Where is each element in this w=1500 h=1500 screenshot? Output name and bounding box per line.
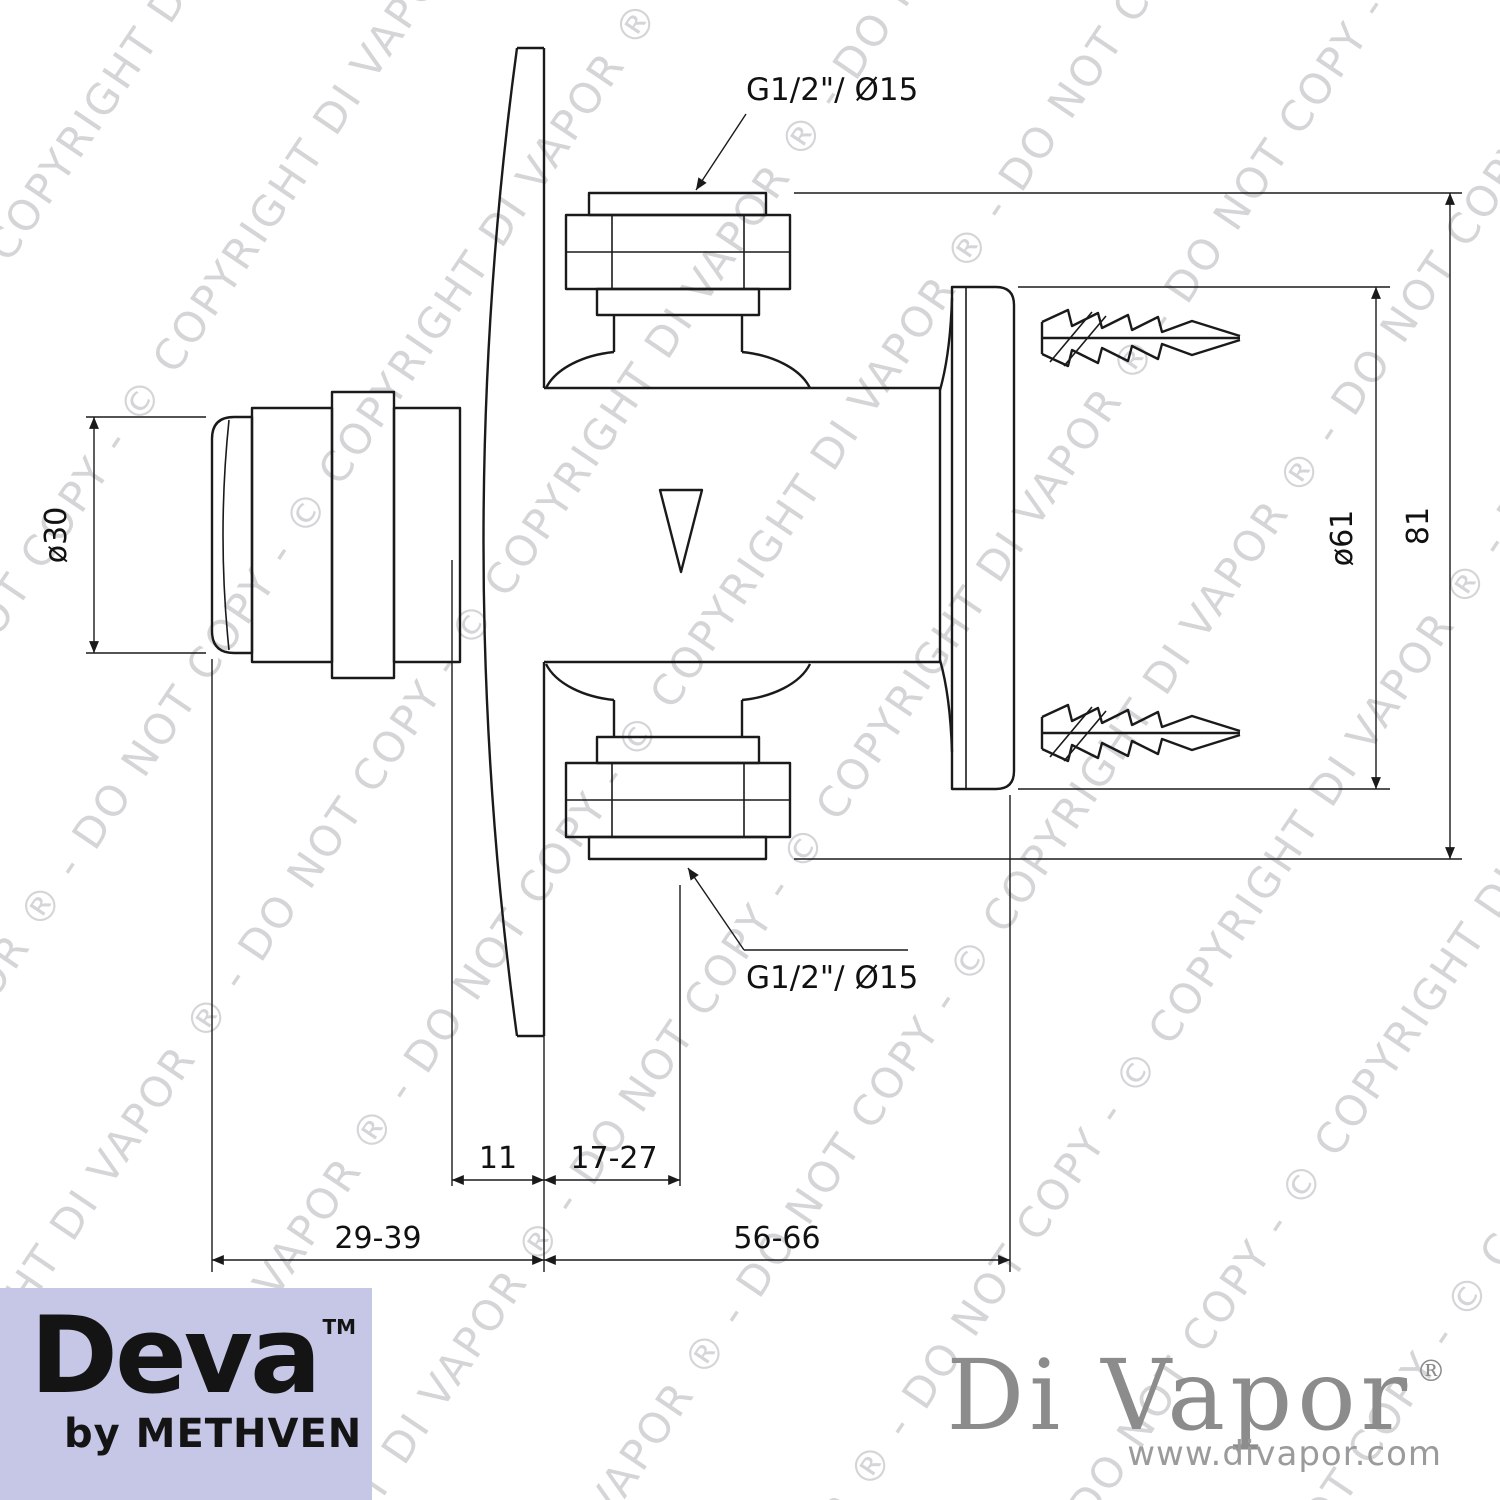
front-projection-label: 29-39 bbox=[334, 1221, 421, 1256]
flange-diameter-label: ø61 bbox=[1325, 510, 1360, 567]
deva-wordmark: Deva bbox=[30, 1294, 322, 1417]
divapor-url: www.divapor.com bbox=[1127, 1434, 1442, 1474]
valve-body bbox=[544, 386, 942, 664]
divapor-wordmark-row: Di Vapor® bbox=[947, 1347, 1446, 1444]
deva-trademark-symbol: TM bbox=[322, 1315, 357, 1339]
deva-byline: by METHVEN bbox=[64, 1410, 363, 1457]
divapor-registered-symbol: ® bbox=[1416, 1354, 1446, 1389]
overall-height-label: 81 bbox=[1401, 507, 1436, 545]
spindle-diameter-label: ø30 bbox=[39, 507, 74, 564]
valve-technical-drawing: G1/2"/ Ø15 G1/2"/ Ø15 ø30 ø61 81 11 17-2… bbox=[39, 46, 1462, 1272]
wall-flange bbox=[938, 285, 1016, 791]
control-spindle bbox=[210, 390, 462, 680]
plate-thickness-label: 11 bbox=[479, 1141, 517, 1176]
top-compression-fitting bbox=[544, 191, 812, 389]
flow-direction-icon bbox=[658, 488, 704, 574]
dimension-lines bbox=[86, 113, 1462, 1272]
wall-plug-bottom bbox=[1040, 703, 1241, 763]
wall-plug-top bbox=[1040, 308, 1241, 368]
wall-depth-label: 56-66 bbox=[733, 1221, 820, 1256]
divapor-logo: Di Vapor® www.divapor.com bbox=[947, 1347, 1446, 1474]
wall-plate bbox=[482, 46, 546, 1038]
body-depth-label: 17-27 bbox=[570, 1141, 657, 1176]
bottom-port-label: G1/2"/ Ø15 bbox=[746, 960, 918, 996]
divapor-wordmark: Di Vapor bbox=[946, 1339, 1412, 1452]
bottom-compression-fitting bbox=[544, 663, 812, 861]
top-port-label: G1/2"/ Ø15 bbox=[746, 72, 918, 108]
